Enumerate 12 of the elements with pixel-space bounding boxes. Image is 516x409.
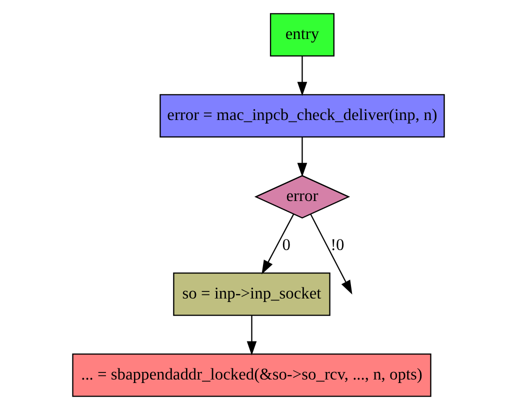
edge-label: !0	[330, 234, 344, 254]
node-box: ... = sbappendaddr_locked(&so->so_rcv, ..., n, opts)	[72, 352, 431, 396]
arrow	[246, 315, 256, 355]
node-box: so = inp->inp_socket	[172, 272, 330, 316]
arrow	[296, 136, 307, 176]
edge-label: 0	[282, 234, 290, 254]
arrow	[310, 214, 352, 294]
arrow	[296, 56, 307, 96]
node-box: error = mac_inpcb_check_deliver(inp, n)	[159, 94, 444, 138]
node-diamond: error	[254, 174, 350, 218]
node-box: entry	[269, 12, 334, 56]
arrow	[261, 213, 294, 274]
